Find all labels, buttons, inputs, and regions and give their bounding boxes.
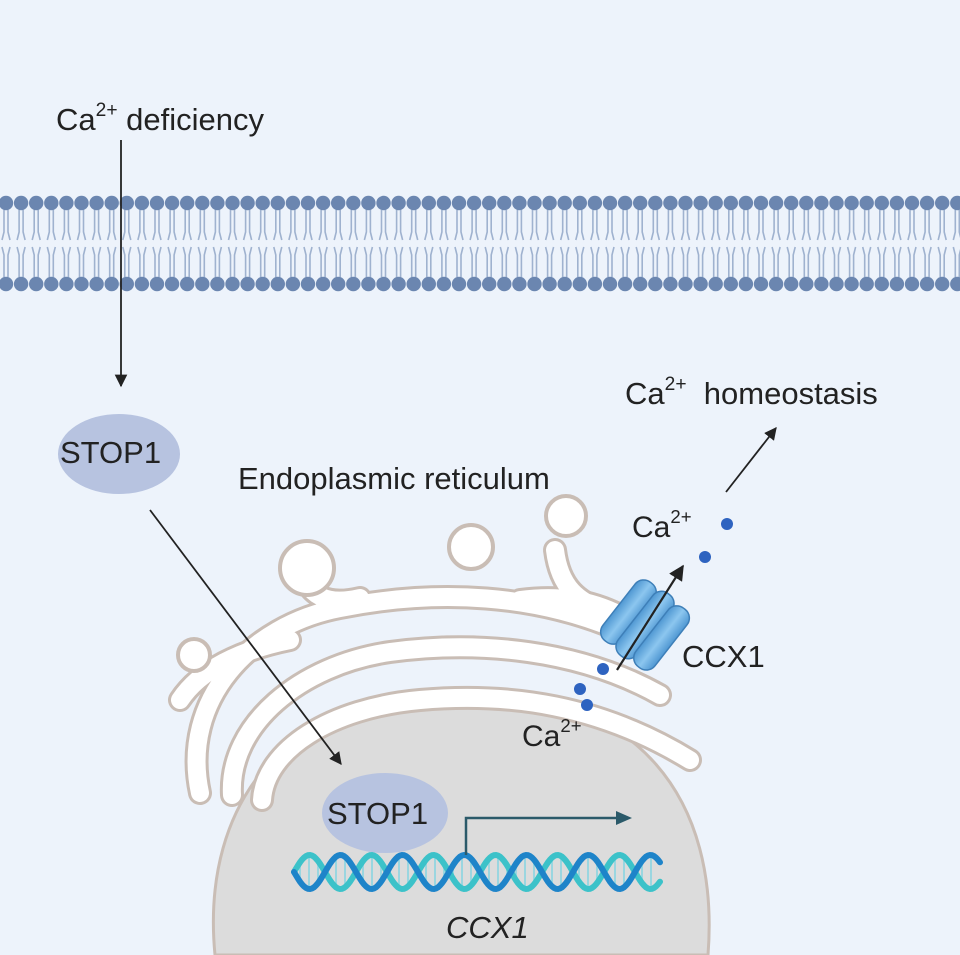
stop1-cytoplasm-shape [58,414,180,494]
er-vesicles [176,494,588,673]
transport-arrow [616,564,684,671]
dna-helix [291,851,663,893]
ca-ion [581,699,593,711]
gene-label: CCX1 [446,910,529,945]
er-label: Endoplasmic reticulum [238,461,550,496]
plasma-membrane [0,195,960,292]
ccx1-transporter-label: CCX1 [682,639,765,674]
calcium-ions [574,518,733,711]
ca-ion [721,518,733,530]
transcription-arrow [464,816,628,855]
ca-ion [699,551,711,563]
er-cisternae [168,538,702,812]
homeostasis-arrow [725,427,777,493]
signal-label: Ca2+ deficiency [56,99,265,137]
stop1-cytoplasm-label: STOP1 [60,435,162,470]
ca-ion-outer-label: Ca2+ [632,506,692,544]
ca-ion [574,683,586,695]
stop1-nucleus-label: STOP1 [327,796,429,831]
stop1-nucleus-shape [322,773,448,853]
ca-ion [597,663,609,675]
homeostasis-label: Ca2+ homeostasis [625,373,878,411]
signal-arrow-2 [149,509,342,766]
ca-ion-inner-label: Ca2+ [522,715,582,753]
